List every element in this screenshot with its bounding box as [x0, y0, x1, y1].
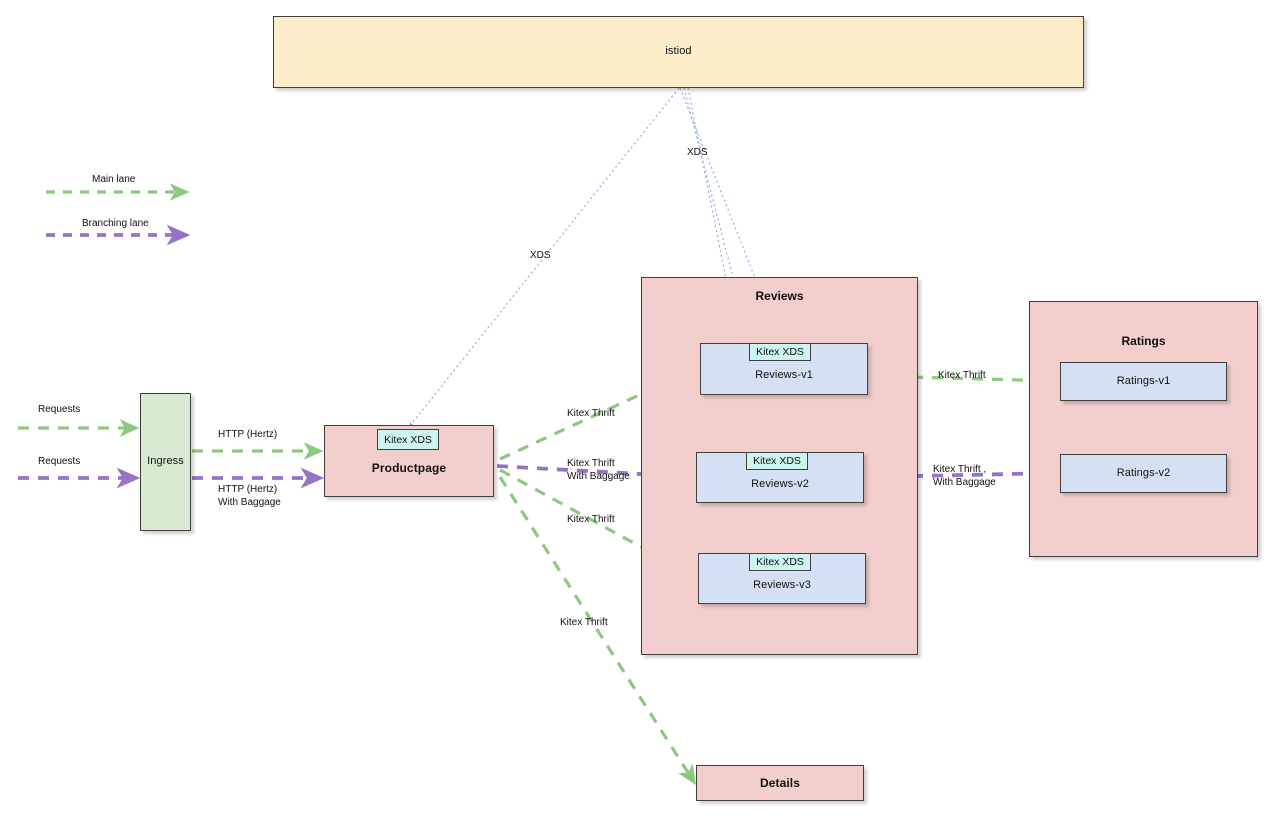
- group-ratings: Ratings: [1029, 301, 1258, 557]
- node-ratings-v1[interactable]: Ratings-v1: [1060, 362, 1227, 401]
- edge-label-xds-productpage: XDS: [530, 250, 551, 261]
- node-ingress[interactable]: Ingress: [140, 393, 191, 531]
- legend-label-main-lane: Main lane: [92, 174, 136, 185]
- node-ratings-v2[interactable]: Ratings-v2: [1060, 454, 1227, 493]
- edge-label-requests-branch: Requests: [38, 456, 81, 467]
- sidecar-productpage-kitex-xds[interactable]: Kitex XDS: [377, 429, 439, 450]
- edge-label-productpage-reviews-v1: Kitex Thrift: [567, 408, 615, 419]
- edge-label-reviews-ratings-v1: Kitex Thrift: [938, 370, 986, 381]
- legend-label-branching-lane: Branching lane: [82, 218, 149, 229]
- edge-label-http-hertz: HTTP (Hertz): [218, 429, 278, 440]
- node-istiod[interactable]: istiod: [273, 16, 1084, 88]
- group-reviews-title: Reviews: [755, 289, 804, 303]
- node-reviews-v2-label: Reviews-v2: [751, 477, 809, 490]
- sidecar-reviews-v1-kitex-xds[interactable]: Kitex XDS: [749, 343, 811, 361]
- node-ratings-v2-label: Ratings-v2: [1116, 466, 1171, 479]
- edge-label-productpage-reviews-v3: Kitex Thrift: [567, 514, 615, 525]
- edge-label-http-hertz-baggage: HTTP (Hertz) With Baggage: [218, 484, 281, 508]
- edge-label-productpage-reviews-v2: Kitex Thrift With Baggage: [567, 458, 630, 482]
- node-ingress-label: Ingress: [147, 455, 184, 468]
- edge-label-requests-main: Requests: [38, 404, 81, 415]
- edge-label-reviews-ratings-v2: Kitex Thrift , With Baggage: [933, 464, 996, 488]
- node-reviews-v1-label: Reviews-v1: [755, 369, 813, 382]
- node-reviews-v3-label: Reviews-v3: [753, 578, 811, 591]
- node-ratings-v1-label: Ratings-v1: [1116, 374, 1171, 387]
- node-details-label: Details: [759, 775, 801, 790]
- sidecar-reviews-v3-kitex-xds[interactable]: Kitex XDS: [749, 553, 811, 571]
- edge-label-xds-reviews: XDS: [687, 147, 708, 158]
- sidecar-reviews-v2-kitex-xds[interactable]: Kitex XDS: [746, 452, 808, 470]
- node-details[interactable]: Details: [696, 765, 864, 801]
- node-productpage-label: Productpage: [371, 460, 447, 475]
- node-istiod-label: istiod: [665, 45, 692, 58]
- edge-label-productpage-details: Kitex Thrift: [560, 617, 608, 628]
- group-ratings-title: Ratings: [1121, 334, 1166, 348]
